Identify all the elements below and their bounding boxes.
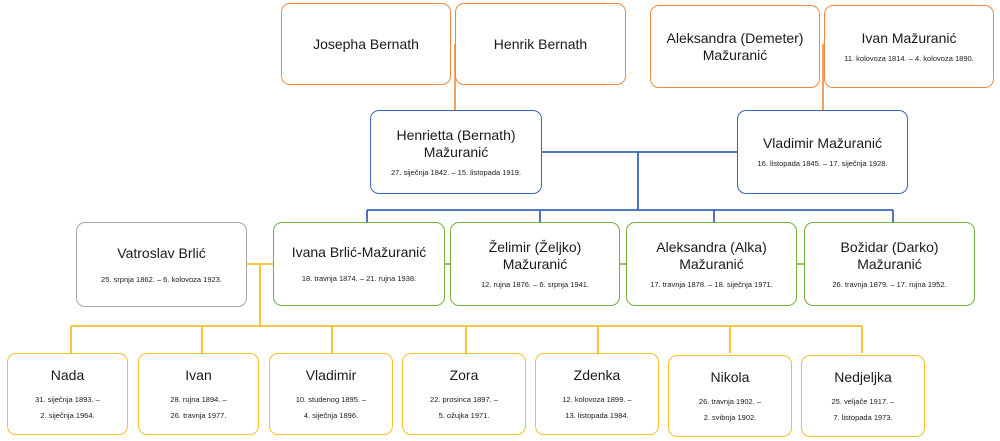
person-vladimir-mazuranic: Vladimir Mažuranić 16. listopada 1845. –…: [737, 110, 908, 194]
child-name: Vladimir: [305, 367, 357, 383]
connector-parents-children: [366, 151, 894, 222]
child-dates-end: 7. listopada 1973.: [833, 413, 893, 422]
child-dates-end: 4. siječnja 1896.: [303, 411, 359, 420]
person-dates: 12. rujna 1876. – 6. srpnja 1941.: [481, 279, 589, 289]
person-name: Josepha Bernath: [313, 35, 419, 52]
child-dates-start: 31. siječnja 1893. –: [35, 395, 100, 404]
person-dates: 25. srpnja 1862. – 6. kolovoza 1923.: [101, 274, 222, 284]
person-aleksandra-demeter-mazuranic: Aleksandra (Demeter) Mažuranić: [650, 5, 820, 88]
person-henrietta-bernath-mazuranic: Henrietta (Bernath) Mažuranić 27. siječn…: [370, 110, 542, 194]
person-name: Aleksandra (Alka) Mažuranić: [656, 238, 767, 272]
child-dates-start: 22. prosinca 1897. –: [430, 395, 498, 404]
person-name: Ivan Mažuranić: [861, 29, 957, 46]
child-name: Zdenka: [573, 367, 621, 383]
person-name: Henrietta (Bernath) Mažuranić: [396, 126, 516, 160]
person-ivan-mazuranic: Ivan Mažuranić 11. kolovoza 1814. – 4. k…: [824, 5, 994, 88]
person-name: Aleksandra (Demeter) Mažuranić: [666, 29, 804, 63]
person-name: Ivana Brlić-Mažuranić: [291, 244, 427, 260]
child-name: Nedjeljka: [834, 369, 892, 385]
child-dates-start: 25. veljače 1917. –: [831, 397, 895, 406]
child-card: Nikola 26. travnja 1902. – 2. svibnja 19…: [668, 355, 792, 437]
child-card: Zdenka 12. kolovoza 1899. – 13. listopad…: [535, 353, 659, 435]
person-dates: 27. siječnja 1842. – 15. listopada 1919.: [390, 167, 522, 177]
child-name: Zora: [449, 367, 479, 383]
child-dates-start: 10. studenog 1895. –: [295, 395, 367, 404]
child-dates-start: 28. rujna 1894. –: [170, 395, 227, 404]
child-dates-end: 5. ožujka 1971.: [438, 411, 490, 420]
person-henrik-bernath: Henrik Bernath: [455, 3, 626, 85]
person-name: Želimir (Željko) Mažuranić: [488, 238, 582, 272]
child-dates-start: 12. kolovoza 1899. –: [562, 395, 632, 404]
person-aleksandra-alka-mazuranic: Aleksandra (Alka) Mažuranić 17. travnja …: [626, 222, 797, 306]
person-dates: 17. travnja 1878. – 18. siječnja 1971.: [650, 279, 773, 289]
child-card: Zora 22. prosinca 1897. – 5. ožujka 1971…: [402, 353, 526, 435]
child-card: Vladimir 10. studenog 1895. – 4. siječnj…: [269, 353, 393, 435]
person-name: Henrik Bernath: [493, 35, 588, 52]
child-card: Ivan 28. rujna 1894. – 26. travnja 1977.: [138, 353, 259, 435]
person-vatroslav-brlic: Vatroslav Brlić 25. srpnja 1862. – 6. ko…: [76, 222, 247, 307]
child-dates-end: 13. listopada 1984.: [565, 411, 629, 420]
person-dates: 18. travnja 1874. – 21. rujna 1938.: [301, 274, 417, 283]
person-zelimir-mazuranic: Želimir (Željko) Mažuranić 12. rujna 187…: [450, 222, 620, 306]
person-dates: 26. travnja 1879. – 17. rujna 1952.: [832, 279, 947, 289]
child-dates-end: 2. svibnja 1902.: [703, 413, 757, 422]
child-name: Nikola: [710, 369, 750, 385]
child-dates-end: 26. travnja 1977.: [170, 411, 227, 420]
child-name: Nada: [50, 367, 85, 383]
person-ivana-brlic-mazuranic: Ivana Brlić-Mažuranić 18. travnja 1874. …: [273, 222, 445, 306]
person-dates: 16. listopada 1845. – 17. siječnja 1928.: [757, 159, 888, 168]
person-dates: 11. kolovoza 1814. – 4. kolovoza 1890.: [844, 53, 974, 63]
child-dates-start: 26. travnja 1902. –: [698, 397, 762, 406]
person-bozidar-mazuranic: Božidar (Darko) Mažuranić 26. travnja 18…: [804, 222, 975, 306]
child-card: Nada 31. siječnja 1893. – 2. siječnja 19…: [7, 353, 128, 435]
child-card: Nedjeljka 25. veljače 1917. – 7. listopa…: [801, 355, 925, 437]
connector-brlic-children: [70, 263, 863, 353]
child-dates-end: 2. siječnja 1964.: [40, 411, 95, 420]
child-name: Ivan: [185, 367, 212, 383]
person-josepha-bernath: Josepha Bernath: [281, 3, 451, 85]
person-name: Vladimir Mažuranić: [762, 135, 883, 151]
person-name: Božidar (Darko) Mažuranić: [840, 238, 939, 272]
person-name: Vatroslav Brlić: [117, 244, 206, 261]
